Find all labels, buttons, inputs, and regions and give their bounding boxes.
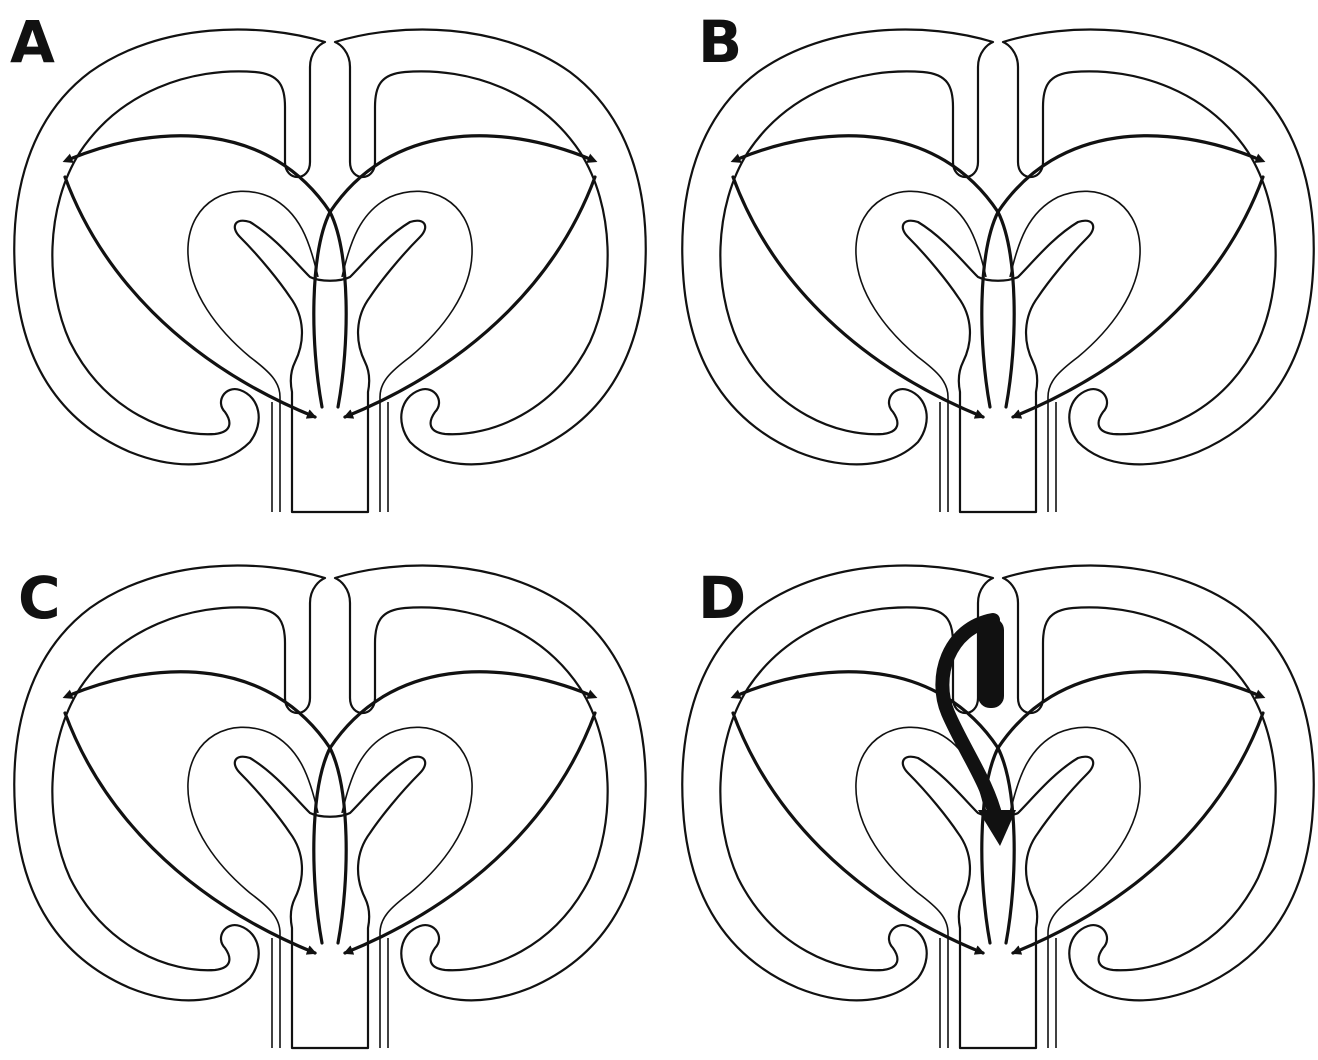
panel-d: D bbox=[682, 564, 1313, 1048]
panel-label-a: A bbox=[10, 8, 55, 76]
panel-label-b: B bbox=[698, 8, 742, 76]
panel-c: C bbox=[14, 564, 645, 1048]
blocked-segment bbox=[978, 618, 1004, 708]
panel-label-d: D bbox=[698, 564, 746, 632]
panel-b: B bbox=[682, 8, 1313, 512]
panel-a: A bbox=[10, 8, 646, 512]
panel-label-c: C bbox=[18, 564, 61, 632]
